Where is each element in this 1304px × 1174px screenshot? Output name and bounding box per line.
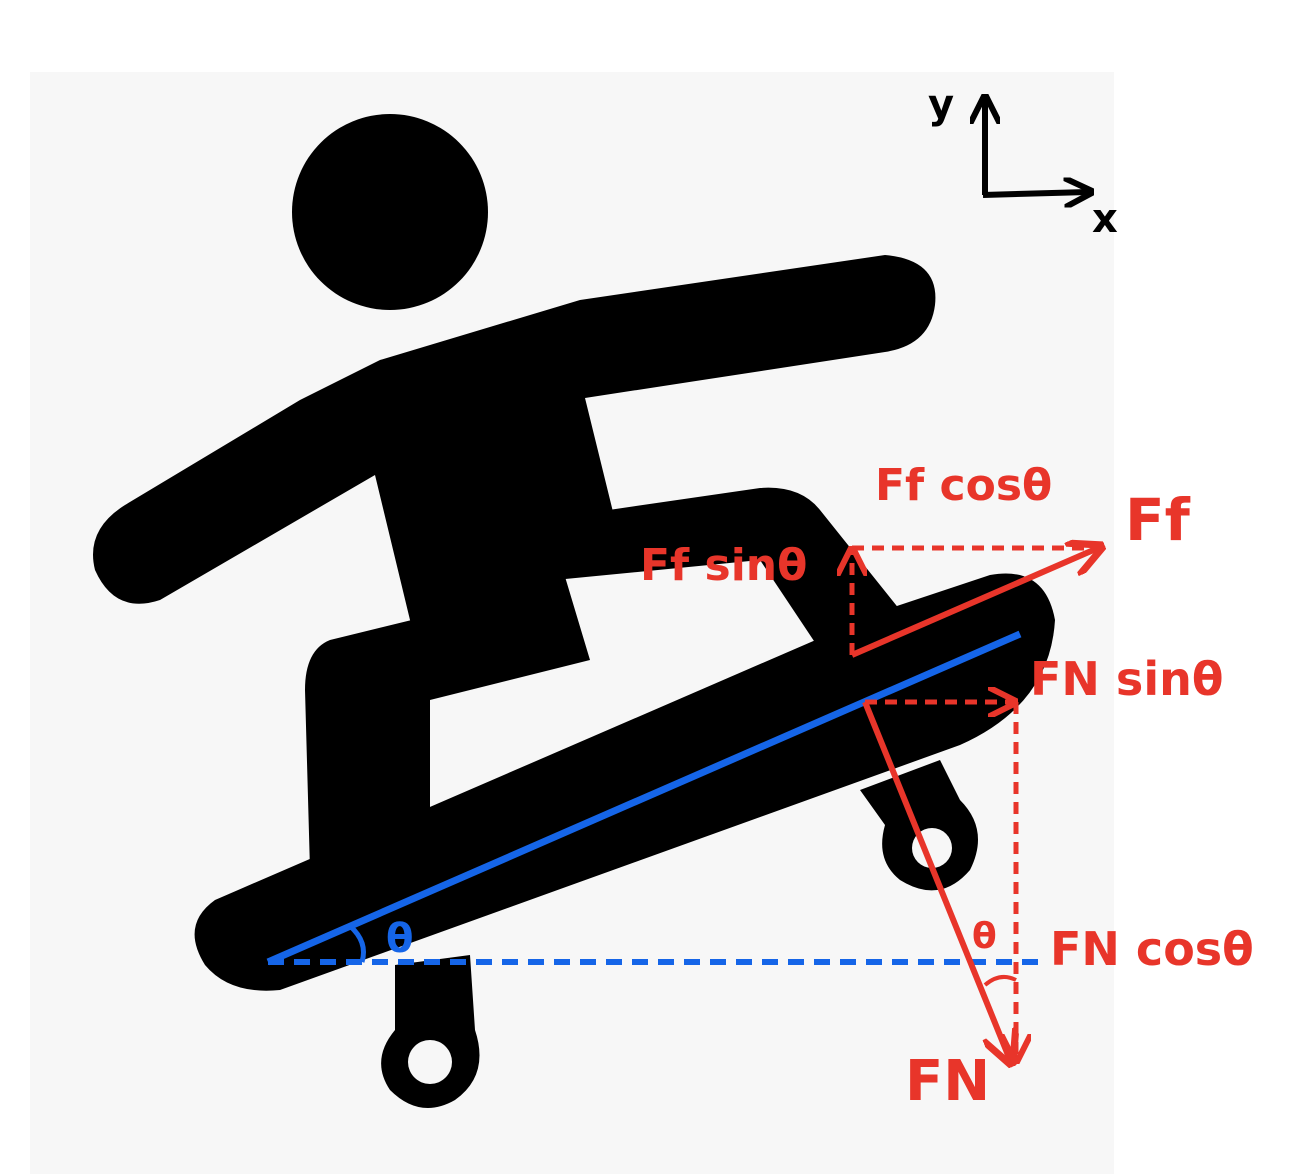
board-angle-arc (348, 924, 366, 963)
fn-label: FN (905, 1049, 990, 1114)
y-axis-label: y (928, 82, 954, 128)
back-leg (305, 585, 560, 870)
fn-cos-label: FN cosθ (1050, 922, 1254, 976)
fn-vector (862, 700, 1010, 1060)
board-incline-line (266, 630, 1022, 966)
ff-vector (850, 548, 1098, 658)
ff-sin-label: Ff sinθ (640, 540, 807, 591)
rear-wheel-hole (408, 1040, 452, 1084)
skateboard-deck (194, 573, 1056, 991)
x-axis-label: x (1092, 196, 1118, 242)
x-axis (982, 192, 1088, 195)
rear-truck (381, 955, 480, 1108)
fn-sin-label: FN sinθ (1030, 652, 1223, 706)
board-angle-label: θ (386, 916, 413, 962)
normal-angle-arc (983, 974, 1017, 987)
coordinate-axes: y x (928, 82, 1118, 242)
torso (93, 255, 936, 700)
skateboarder-figure (93, 114, 1056, 1108)
ff-label: Ff (1125, 486, 1191, 554)
front-leg (540, 487, 900, 680)
normal-angle-label: θ (972, 916, 997, 957)
head (292, 114, 488, 310)
ff-cos-label: Ff cosθ (875, 460, 1052, 511)
